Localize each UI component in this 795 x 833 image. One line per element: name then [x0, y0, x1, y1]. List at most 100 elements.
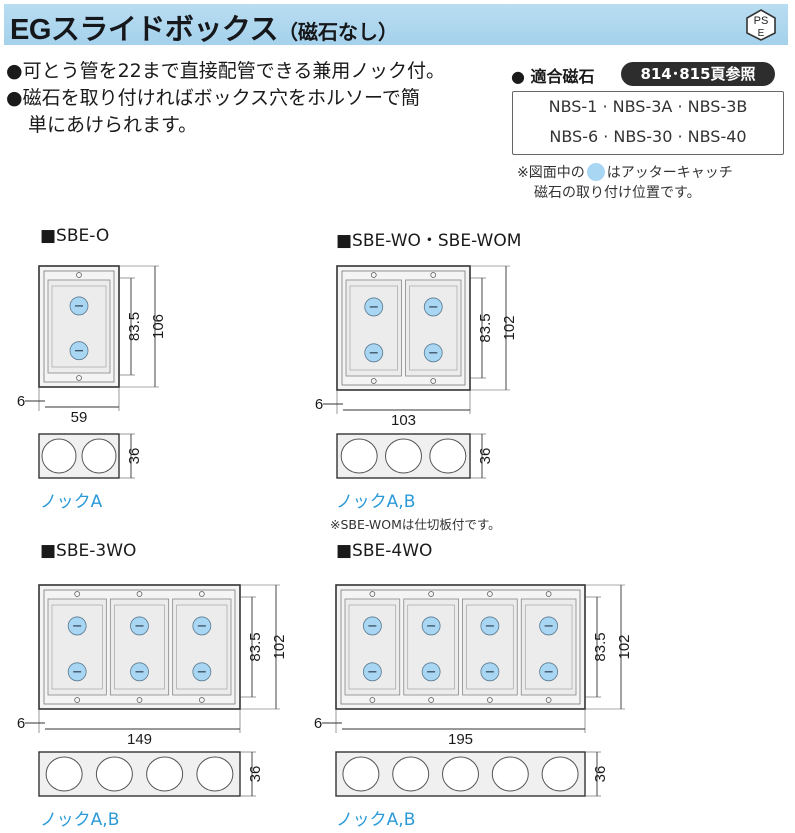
knockout-hole [340, 438, 378, 474]
knockout-hole [196, 756, 234, 792]
gang-frame [466, 604, 514, 690]
gang-frame [349, 285, 398, 371]
product-title-sbe-o: ■SBE-O [40, 226, 110, 246]
top-view-1 [336, 265, 510, 414]
figure-note-prefix: ※図面中の [517, 165, 585, 181]
title-subtitle: （磁石なし） [278, 22, 399, 44]
gang-frame [524, 604, 573, 690]
magnet-models-row: NBS-1 · NBS-3A · NBS-3B [548, 97, 748, 116]
dim-width-label: 149 [127, 731, 152, 748]
dim-depth-label: 36 [592, 766, 609, 783]
knockout-hole [385, 438, 422, 474]
feature-item: ●磁石を取り付ければボックス穴をホルソーで簡 [6, 87, 420, 109]
screw-hole [198, 697, 205, 703]
gang-frame [51, 285, 107, 368]
dim-depth-label: 36 [477, 448, 494, 465]
screw-hole [545, 591, 552, 597]
svg-text:PS: PS [754, 15, 769, 27]
magnet-position-marker-icon [586, 163, 605, 181]
dim-offset-label: 6 [17, 715, 25, 732]
knockout-hole [81, 438, 117, 474]
screw-hole [370, 378, 377, 384]
figure-note-line2: 磁石の取り付け位置です。 [534, 185, 701, 201]
screw-hole [428, 697, 434, 703]
product-title-sbe-3wo: ■SBE-3WO [40, 541, 137, 561]
screw-hole [369, 697, 376, 703]
dim-offset-label: 6 [17, 393, 25, 410]
dim-height-label: 106 [150, 314, 167, 339]
figure-note: ※図面中の はアッターキャッチ 磁石の取り付け位置です。 [517, 163, 733, 203]
magnet-label: ● 適合磁石 [511, 67, 595, 86]
dim-offset-label: 6 [315, 396, 323, 413]
magnet-models-row: NBS-6 · NBS-30 · NBS-40 [549, 127, 747, 146]
screw-hole [430, 378, 437, 384]
knock-label-sbe-wo: ノックA,B [336, 492, 416, 512]
feature-list: ●可とう管を22まで直接配管できる兼用ノック付。 ●磁石を取り付ければボックス穴… [6, 58, 445, 139]
dim-inner-height-label: 83.5 [126, 312, 143, 341]
dim-height-label: 102 [616, 634, 633, 659]
knockout-hole [442, 756, 479, 792]
dim-height-label: 102 [501, 315, 518, 340]
page-reference-badge: 814･815頁参照 [621, 62, 775, 86]
box-inner-outline [43, 589, 236, 705]
screw-hole [487, 697, 493, 703]
dim-width-label: 59 [71, 409, 88, 426]
screw-hole [428, 591, 434, 597]
dim-height-label: 102 [271, 634, 288, 659]
knockout-hole [392, 756, 430, 792]
pse-mark-icon: PS E [746, 9, 776, 41]
screw-hole [76, 272, 82, 278]
knock-label-sbe-3wo: ノックA,B [40, 810, 120, 830]
product-title-sbe-4wo: ■SBE-4WO [336, 541, 433, 561]
dim-inner-height-label: 83.5 [592, 632, 609, 661]
knock-label-sbe-o: ノックA [40, 492, 103, 512]
screw-hole [198, 591, 205, 597]
screw-hole [370, 272, 377, 278]
header-band [4, 4, 788, 45]
gang-frame [409, 285, 458, 371]
knockout-hole [541, 756, 579, 792]
svg-text:E: E [758, 28, 765, 39]
knockout-hole [491, 756, 529, 792]
gang-frame [176, 604, 228, 690]
top-view-2 [38, 584, 280, 733]
dim-offset-label: 6 [314, 715, 322, 732]
dim-width-label: 195 [448, 731, 473, 748]
dim-inner-height-label: 83.5 [247, 632, 264, 661]
gang-frame [348, 604, 397, 690]
top-view-3 [335, 584, 625, 733]
gang-frame [51, 604, 103, 690]
dim-depth-label: 36 [247, 766, 264, 783]
knockout-hole [95, 756, 133, 792]
screw-hole [487, 591, 493, 597]
figure-note-suffix: はアッターキャッチ [606, 165, 733, 181]
gang-frame [114, 604, 165, 690]
screw-hole [76, 375, 82, 381]
knockout-hole [342, 756, 380, 792]
dim-inner-height-label: 83.5 [477, 313, 494, 342]
screw-hole [136, 591, 143, 597]
screw-hole [74, 591, 81, 597]
magnet-model-box: NBS-1 · NBS-3A · NBS-3B NBS-6 · NBS-30 ·… [512, 91, 784, 155]
knockout-hole [45, 756, 83, 792]
title-main: EGスライドボックス [10, 14, 279, 46]
screw-hole [74, 697, 81, 703]
dim-depth-label: 36 [126, 448, 143, 465]
page-title: EGスライドボックス（磁石なし） [10, 6, 398, 48]
screw-hole [369, 591, 376, 597]
box-inner-outline [341, 270, 466, 386]
knockout-hole [146, 756, 184, 792]
box-inner-outline [43, 270, 115, 383]
gang-frame [407, 604, 455, 690]
screw-hole [545, 697, 552, 703]
dim-width-label: 103 [391, 412, 416, 429]
feature-item: 単にあけられます。 [28, 114, 198, 136]
knock-label-sbe-4wo: ノックA,B [336, 810, 416, 830]
screw-hole [430, 272, 437, 278]
product-title-sbe-wo: ■SBE-WO・SBE-WOM [336, 231, 522, 251]
screw-hole [136, 697, 143, 703]
box-inner-outline [340, 589, 581, 705]
feature-item: ●可とう管を22まで直接配管できる兼用ノック付。 [6, 60, 445, 82]
knockout-hole [429, 438, 467, 474]
